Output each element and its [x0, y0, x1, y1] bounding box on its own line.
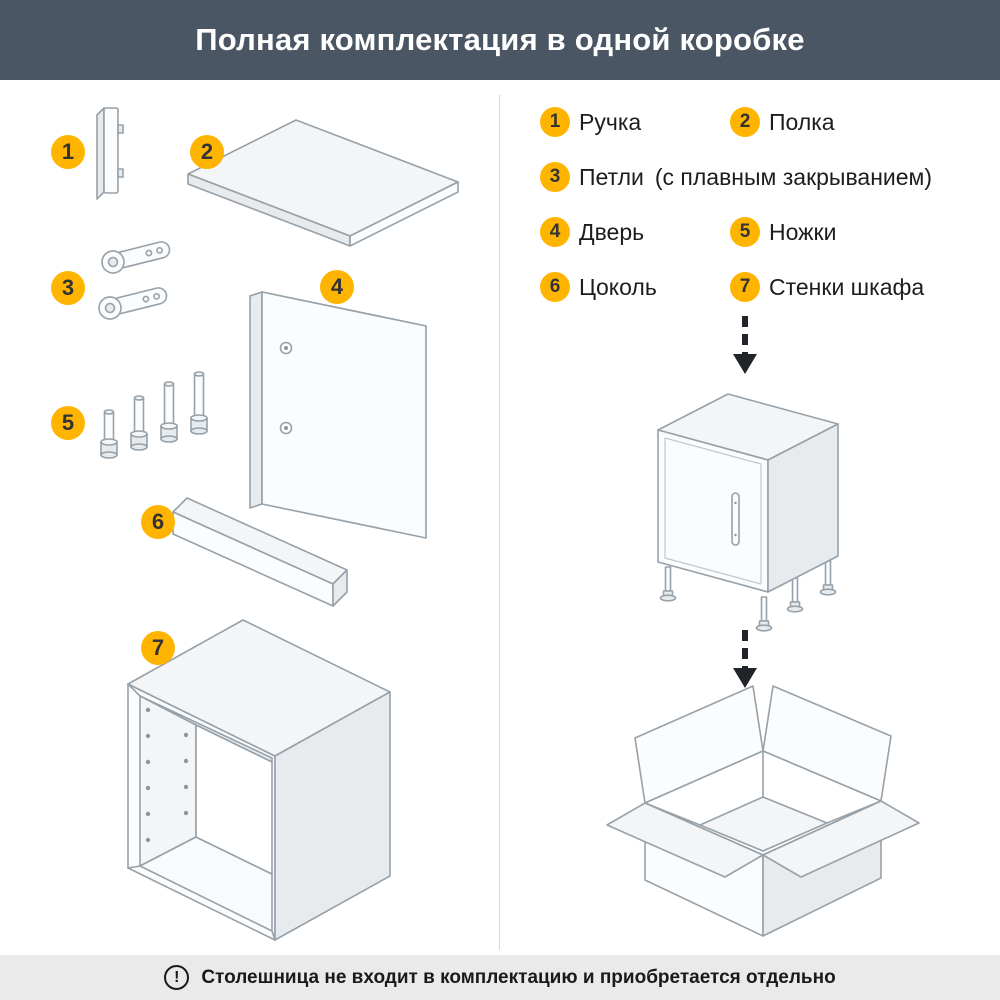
footer-note: Столешница не входит в комплектацию и пр… [201, 966, 836, 988]
assembled-cabinet-illustration [657, 393, 839, 632]
footer-note-bar: ! Столешница не входит в комплектацию и … [0, 955, 1000, 1000]
legend-badge-4: 4 [540, 217, 570, 247]
legend-label-2: Полка [769, 108, 835, 135]
legend-item-5: 5 Ножки [730, 217, 836, 247]
legend-badge-1: 1 [540, 107, 570, 137]
page-title: Полная комплектация в одной коробке [195, 22, 805, 57]
part-badge-2: 2 [190, 135, 224, 169]
legend-label-7: Стенки шкафа [769, 273, 925, 300]
door-illustration [249, 291, 427, 539]
legend-note-3: (с плавным закрыванием) [654, 163, 933, 190]
part-badge-7: 7 [141, 631, 175, 665]
shelf-illustration [187, 119, 459, 247]
legend-label-4: Дверь [579, 218, 645, 245]
legend-panel: 1 Ручка 2 Полка 3 Петли (с плавным закры… [500, 80, 1000, 956]
handle-illustration [96, 107, 124, 200]
legend-item-1: 1 Ручка [540, 107, 641, 137]
legend-item-4: 4 Дверь [540, 217, 644, 247]
legend-badge-6: 6 [540, 272, 570, 302]
legend-badge-7: 7 [730, 272, 760, 302]
parts-diagram-panel: 1 2 3 4 5 6 7 [0, 80, 500, 956]
legend-item-3: 3 Петли (с плавным закрыванием) [540, 162, 932, 192]
legs-illustration [100, 371, 208, 459]
legend-badge-2: 2 [730, 107, 760, 137]
legend-item-2: 2 Полка [730, 107, 835, 137]
part-badge-5: 5 [51, 406, 85, 440]
legend-badge-3: 3 [540, 162, 570, 192]
legend-item-6: 6 Цоколь [540, 272, 657, 302]
part-badge-6: 6 [141, 505, 175, 539]
panel-divider [499, 95, 500, 950]
legend-label-5: Ножки [769, 218, 837, 245]
part-badge-1: 1 [51, 135, 85, 169]
header-banner: Полная комплектация в одной коробке [0, 0, 1000, 80]
parts-illustration [96, 107, 459, 941]
legend-badge-5: 5 [730, 217, 760, 247]
hinges-illustration [98, 241, 171, 320]
legend-label-3: Петли [579, 163, 644, 190]
cabinet-frame-illustration [127, 619, 391, 941]
exclamation-icon: ! [164, 965, 190, 990]
open-box-illustration [606, 685, 920, 937]
part-badge-4: 4 [320, 270, 354, 304]
legend-label-1: Ручка [579, 108, 642, 135]
arrow-down-icon [733, 316, 757, 374]
legend-item-7: 7 Стенки шкафа [730, 272, 924, 302]
arrow-down-icon [733, 630, 757, 688]
legend-label-6: Цоколь [579, 273, 657, 300]
part-badge-3: 3 [51, 271, 85, 305]
